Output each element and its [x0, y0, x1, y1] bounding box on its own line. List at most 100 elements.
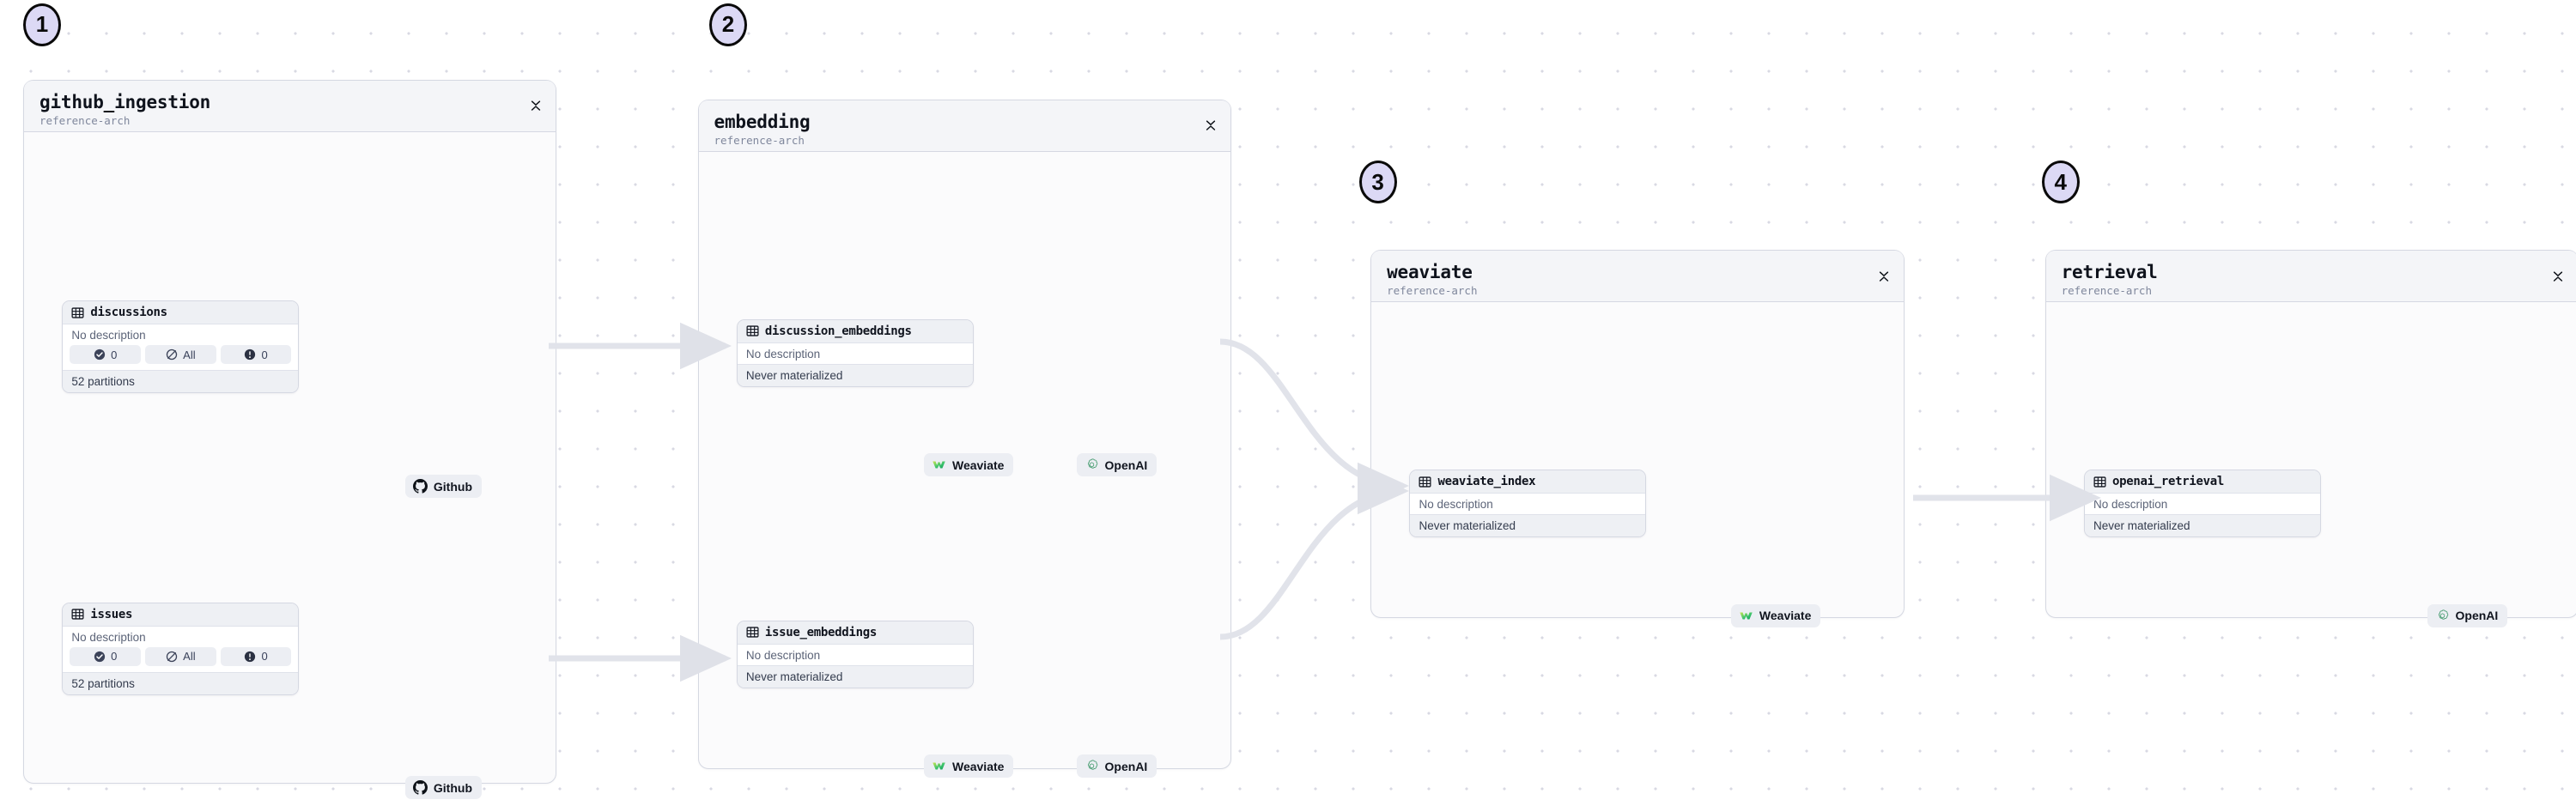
group-subtitle: reference-arch [39, 113, 131, 127]
status-badge-label: All [183, 650, 196, 664]
asset-node-materialization-status: Never materialized [737, 664, 973, 688]
step-badge-4: 4 [2041, 161, 2080, 204]
asset-node-badge-row: 0 All 0 [63, 646, 299, 672]
status-badge-label: All [183, 348, 196, 361]
table-icon [746, 325, 759, 336]
asset-node-description: No description [63, 324, 299, 346]
asset-node-name: issues [90, 607, 133, 621]
status-badge-label: 0 [261, 348, 268, 361]
asset-node-description: No description [2084, 494, 2320, 515]
exclamation-circle-icon [245, 349, 256, 361]
group-title: retrieval [2061, 262, 2158, 283]
asset-node-header[interactable]: issues [63, 603, 299, 627]
integration-tag-label: OpenAI [1104, 759, 1148, 773]
asset-node-header[interactable]: openai_retrieval [2084, 470, 2320, 494]
asset-node-header[interactable]: discussions [63, 301, 299, 325]
openai-icon [1087, 458, 1097, 469]
status-badge-slash-circle[interactable]: All [145, 646, 216, 666]
group-title: weaviate [1387, 262, 1473, 283]
asset-node-description: No description [1410, 494, 1646, 515]
step-badge-1: 1 [23, 3, 62, 46]
integration-tag-weaviate[interactable]: Weaviate [923, 754, 1014, 779]
chevron-collapse-icon[interactable] [2552, 268, 2564, 285]
chevron-collapse-icon[interactable] [530, 97, 542, 114]
integration-tag-openai[interactable]: OpenAI [2427, 603, 2508, 627]
weaviate-icon [933, 461, 945, 469]
group-title: github_ingestion [39, 91, 211, 112]
check-circle-icon [94, 349, 106, 361]
group-collapse-button[interactable] [1203, 116, 1218, 135]
group-subtitle: reference-arch [1387, 284, 1478, 298]
asset-node-header[interactable]: weaviate_index [1410, 470, 1646, 494]
group-collapse-button[interactable] [2550, 267, 2566, 286]
integration-tag-openai[interactable]: OpenAI [1076, 453, 1157, 477]
weaviate-icon [933, 762, 945, 770]
exclamation-circle-icon [245, 651, 256, 662]
status-badge-slash-circle[interactable]: All [145, 345, 216, 365]
asset-node-name: weaviate_index [1437, 475, 1536, 489]
asset-node-header[interactable]: issue_embeddings [737, 621, 973, 645]
openai-icon [1087, 760, 1097, 771]
asset-node-description: No description [63, 626, 299, 647]
status-badge-exclamation-circle[interactable]: 0 [220, 646, 292, 666]
integration-tag-label: Weaviate [1759, 609, 1812, 623]
group-subtitle: reference-arch [714, 133, 805, 147]
asset-node-badge-row: 0 All 0 [63, 345, 299, 371]
integration-tag-github[interactable]: Github [404, 776, 483, 800]
status-badge-exclamation-circle[interactable]: 0 [220, 345, 292, 365]
status-badge-label: 0 [261, 650, 268, 664]
integration-tag-github[interactable]: Github [404, 475, 483, 499]
weaviate-icon [1740, 612, 1753, 620]
table-icon [2093, 476, 2106, 488]
asset-node-partitions: 52 partitions [63, 671, 299, 694]
chevron-collapse-icon[interactable] [1205, 117, 1217, 134]
chevron-collapse-icon[interactable] [1878, 268, 1890, 285]
integration-tag-label: OpenAI [2455, 609, 2499, 623]
asset-node-description: No description [737, 342, 973, 364]
github-icon [412, 479, 428, 494]
asset-node-partitions: 52 partitions [63, 370, 299, 393]
table-icon [1419, 476, 1431, 488]
slash-circle-icon [167, 349, 178, 361]
asset-node-name: discussion_embeddings [764, 324, 912, 338]
asset-node-name: openai_retrieval [2111, 475, 2225, 489]
slash-circle-icon [167, 651, 178, 662]
asset-node-name: issue_embeddings [764, 625, 877, 639]
github-icon [412, 780, 428, 795]
asset-node-header[interactable]: discussion_embeddings [737, 319, 973, 343]
table-icon [746, 627, 759, 639]
status-badge-check-circle[interactable]: 0 [70, 646, 142, 666]
integration-tag-label: Github [433, 780, 473, 795]
openai-icon [2438, 609, 2448, 620]
integration-tag-label: Weaviate [951, 458, 1005, 472]
step-badge-2: 2 [709, 3, 748, 46]
integration-tag-openai[interactable]: OpenAI [1076, 754, 1157, 779]
integration-tag-weaviate[interactable]: Weaviate [1730, 603, 1821, 627]
group-collapse-button[interactable] [528, 96, 544, 115]
group-collapse-button[interactable] [1876, 267, 1892, 286]
asset-node-materialization-status: Never materialized [1410, 514, 1646, 537]
integration-tag-weaviate[interactable]: Weaviate [923, 453, 1014, 477]
status-badge-check-circle[interactable]: 0 [70, 345, 142, 365]
asset-node-materialization-status: Never materialized [737, 363, 973, 386]
group-subtitle: reference-arch [2061, 284, 2152, 298]
group-title: embedding [714, 111, 811, 132]
